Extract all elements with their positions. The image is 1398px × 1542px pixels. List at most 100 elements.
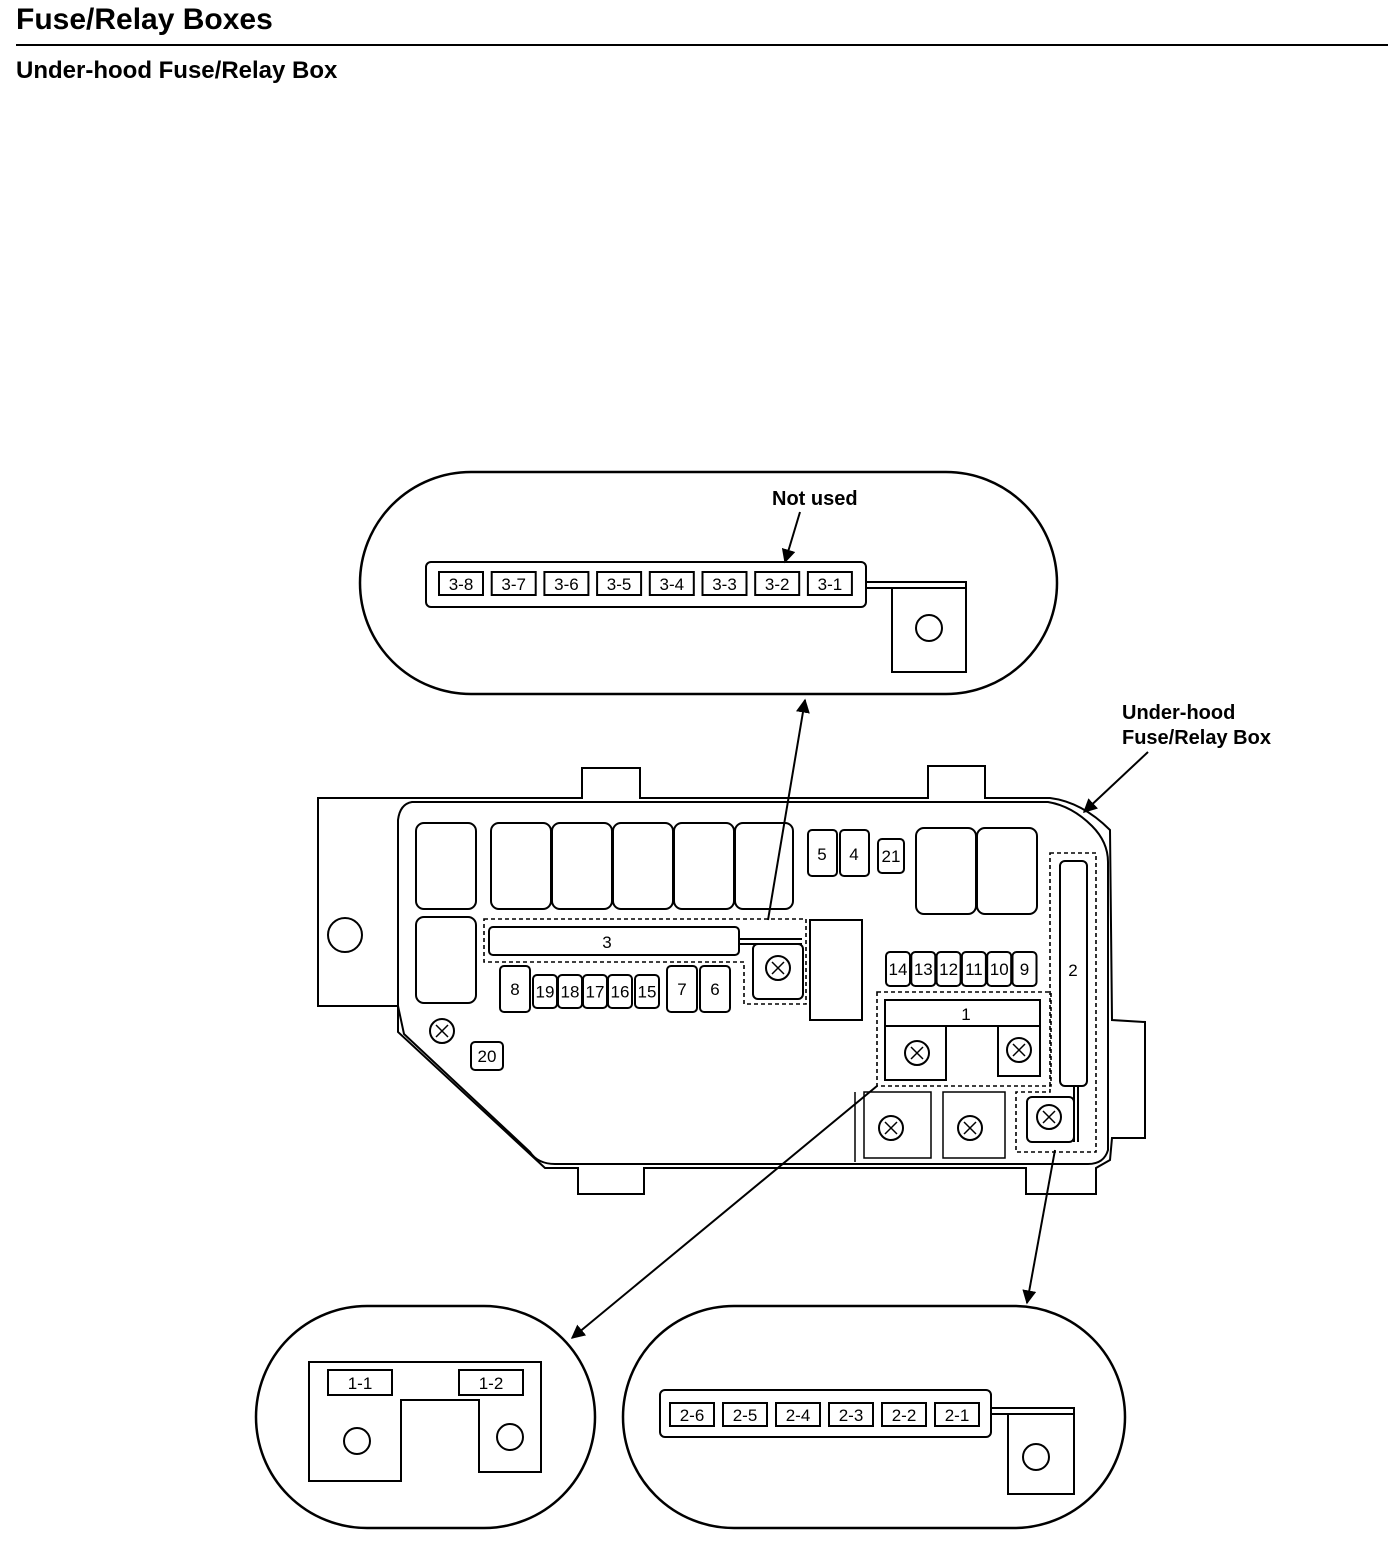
fuse-3-7 <box>490 571 537 596</box>
fuse-19-label: 19 <box>536 983 555 1002</box>
mounting-hole-icon <box>327 917 363 953</box>
fuse-11-label: 11 <box>965 960 983 979</box>
fuse-block-1 <box>884 999 1041 1027</box>
fuse-3-4-label: 3-4 <box>660 575 685 594</box>
relay-slot <box>415 822 477 910</box>
fuse-1-2-label: 1-2 <box>479 1374 504 1393</box>
fuse-2-1-label: 2-1 <box>945 1406 970 1425</box>
fuse-14-label: 14 <box>889 960 908 979</box>
fuse-row-right: 14 13 12 11 10 9 <box>885 951 1038 987</box>
fuse-3-2 <box>754 571 801 596</box>
fuse-2-5 <box>722 1402 768 1427</box>
fuse-2-5-label: 2-5 <box>733 1406 758 1425</box>
relay-slot <box>612 822 674 910</box>
bolt-icon <box>878 1115 904 1141</box>
relay-slot <box>415 916 477 1004</box>
fuse-3-8 <box>438 571 484 596</box>
page-title: Fuse/Relay Boxes <box>16 3 273 36</box>
fuse-20 <box>470 1041 504 1071</box>
relay-slot <box>551 822 613 910</box>
fuse-1-2 <box>458 1369 524 1396</box>
fuse-6 <box>699 965 731 1013</box>
fuse-1-1-label: 1-1 <box>348 1374 373 1393</box>
fuse-15 <box>634 974 660 1009</box>
bolt-icon <box>765 955 791 981</box>
fuse-4 <box>839 829 870 877</box>
fuse-3-3 <box>701 571 748 596</box>
fuse-block-3 <box>488 926 740 956</box>
fuse-2-2-label: 2-2 <box>892 1406 917 1425</box>
fuse-3-1-label: 3-1 <box>818 575 843 594</box>
fuse-2-6-label: 2-6 <box>680 1406 705 1425</box>
fuse-3-6-label: 3-6 <box>554 575 579 594</box>
fuse-6-label: 6 <box>710 980 719 999</box>
fuse-2-1 <box>934 1402 980 1427</box>
relay-slot <box>915 827 977 915</box>
fuse-13 <box>910 951 937 987</box>
box-callout-line2: Fuse/Relay Box <box>1122 727 1271 749</box>
fuse-12 <box>935 951 962 987</box>
fuse-4-label: 4 <box>849 845 858 864</box>
fuse-3-7-label: 3-7 <box>501 575 526 594</box>
relay-slot <box>734 822 794 910</box>
fuse-3-2-label: 3-2 <box>765 575 790 594</box>
fuse-2-3-label: 2-3 <box>839 1406 864 1425</box>
fuse-17-label: 17 <box>586 983 605 1002</box>
fuse-7 <box>666 965 698 1013</box>
fuse-block-1-label: 1 <box>961 1005 970 1024</box>
bolt-icon <box>957 1115 983 1141</box>
fuse-8-label: 8 <box>510 980 519 999</box>
fuse-2-3 <box>828 1402 874 1427</box>
relay-slot <box>490 822 552 910</box>
fuse-2-6 <box>669 1402 715 1427</box>
fuse-2-4 <box>775 1402 821 1427</box>
bolt-icon <box>1036 1104 1062 1130</box>
fuse-2-2 <box>881 1402 927 1427</box>
fuse-3-6 <box>543 571 590 596</box>
fuse-18-label: 18 <box>561 983 580 1002</box>
fuse-5 <box>807 829 838 877</box>
fuse-1-1 <box>327 1369 393 1396</box>
fuse-13-label: 13 <box>914 960 933 979</box>
fuse-15-label: 15 <box>638 983 657 1002</box>
fuse-14 <box>885 951 911 987</box>
fuse-7-label: 7 <box>677 980 686 999</box>
fuse-block-2-label: 2 <box>1068 961 1077 980</box>
fuse-3-3-label: 3-3 <box>712 575 737 594</box>
fuse-20-label: 20 <box>478 1047 497 1066</box>
relay-slot <box>976 827 1038 915</box>
bolt-icon <box>429 1018 455 1044</box>
fuse-10 <box>986 951 1013 987</box>
fuse-row-left: 8 19 18 17 16 15 7 6 <box>499 965 731 1013</box>
main-fuse-box: 5 4 21 3 8 19 18 17 16 15 7 6 14 13 12 11 10 9 20 1 <box>317 765 1146 1195</box>
fuse-3-1 <box>806 571 853 596</box>
bolt-icon <box>1006 1037 1032 1063</box>
fuse-2-4-label: 2-4 <box>786 1406 811 1425</box>
fuse-21-label: 21 <box>882 847 901 866</box>
fuse-11 <box>960 951 987 987</box>
fuse-5-label: 5 <box>817 845 826 864</box>
fuse-3-4 <box>648 571 695 596</box>
title-divider <box>16 44 1388 46</box>
bolt-icon <box>904 1040 930 1066</box>
box-callout-line1: Under-hood <box>1122 702 1235 724</box>
fuse-8 <box>499 965 531 1013</box>
fuse-9 <box>1011 951 1038 987</box>
fuse-10-label: 10 <box>990 960 1009 979</box>
fuse-block-3-label: 3 <box>602 933 611 952</box>
detail-bubble-1: 1-1 1-2 <box>254 1304 597 1530</box>
detail-bubble-3: 3-8 3-7 3-6 3-5 3-4 3-3 3-2 3-1 Not used <box>358 470 1059 696</box>
not-used-label: Not used <box>772 488 858 510</box>
fuse-3-8-label: 3-8 <box>449 575 474 594</box>
relay-slot <box>809 919 863 1021</box>
fuse-3-5 <box>596 571 643 596</box>
fuse-9-label: 9 <box>1020 960 1029 979</box>
fuse-12-label: 12 <box>939 960 958 979</box>
fuse-16-label: 16 <box>611 983 630 1002</box>
relay-slot <box>673 822 735 910</box>
fuse-16 <box>607 974 633 1009</box>
fuse-21 <box>877 838 905 874</box>
section-title: Under-hood Fuse/Relay Box <box>16 57 338 84</box>
fuse-3-5-label: 3-5 <box>607 575 632 594</box>
